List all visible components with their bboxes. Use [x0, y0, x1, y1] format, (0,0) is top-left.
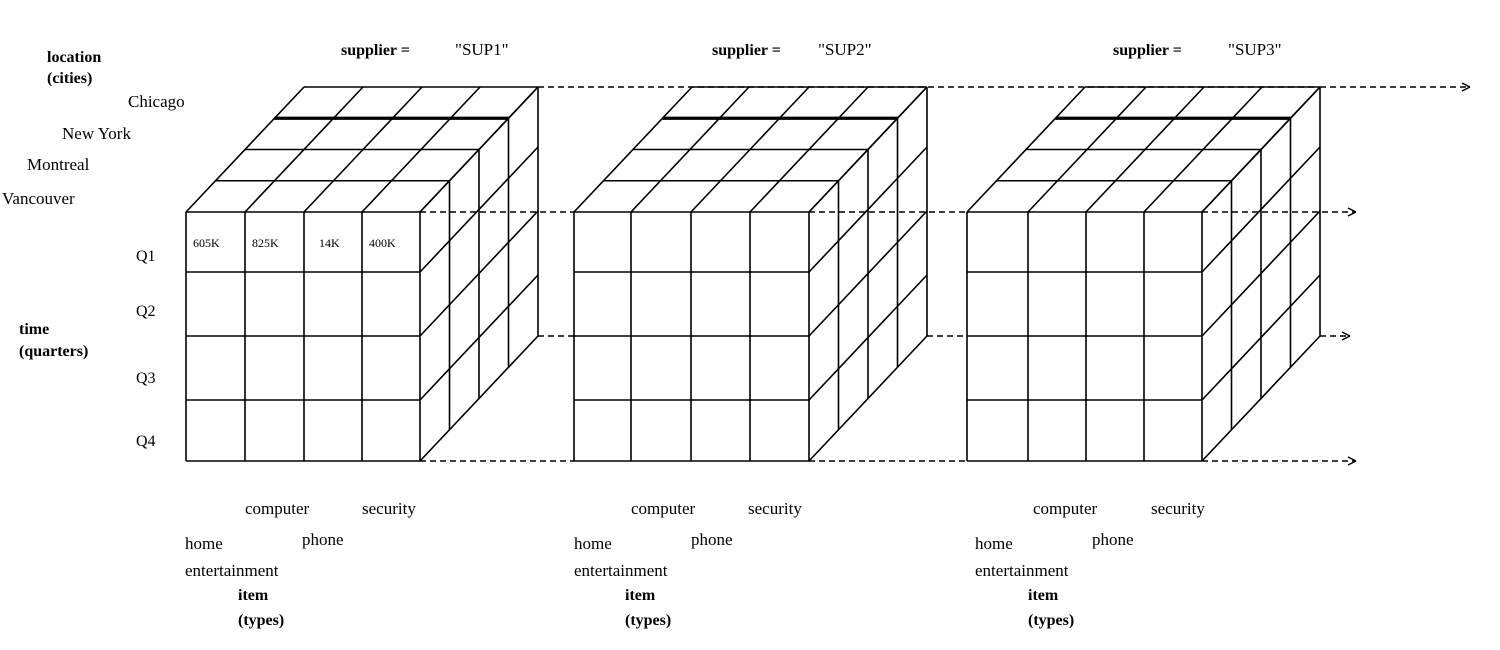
location-axis-title: location: [47, 49, 101, 66]
supplier-value-3: "SUP3": [1228, 40, 1282, 59]
item-label-entertainment-2: entertainment: [574, 561, 668, 580]
cell-value-home-entertainment: 605K: [193, 236, 220, 250]
location-axis-subtitle: (cities): [47, 70, 92, 87]
arrowhead-line: [1347, 207, 1357, 213]
arrowhead-line: [1347, 456, 1357, 462]
cell-value-computer: 825K: [252, 236, 279, 250]
item-label-phone-1: phone: [302, 530, 344, 549]
arrowhead-line: [1347, 460, 1357, 466]
cube3-side-diagonal-line: [1201, 210, 1321, 337]
item-label-security-3: security: [1151, 499, 1205, 518]
supplier-label-3: supplier =: [1113, 42, 1182, 59]
city-label-chicago: Chicago: [128, 92, 185, 111]
cube3-side-diagonal-line: [1201, 335, 1321, 462]
cube1-top-diagonal-line: [303, 86, 423, 213]
cube1-top-diagonal-line: [185, 86, 305, 213]
item-label-computer-3: computer: [1033, 499, 1098, 518]
supplier-label-2: supplier =: [712, 42, 781, 59]
cube2-top-diagonal-line: [630, 86, 750, 213]
cube3-side-diagonal-line: [1201, 86, 1321, 213]
item-label-phone-3: phone: [1092, 530, 1134, 549]
cube3-top-diagonal-line: [1085, 86, 1205, 213]
item-label-computer-1: computer: [245, 499, 310, 518]
item-axis-title-2: item: [625, 587, 656, 604]
city-label-montreal: Montreal: [27, 155, 90, 174]
item-axis-title-1: item: [238, 587, 269, 604]
cube2-side-diagonal-line: [808, 210, 928, 337]
item-axis-subtitle-3: (types): [1028, 612, 1074, 629]
cube2-top-diagonal-line: [690, 86, 810, 213]
cube-geometry: [185, 82, 1471, 466]
cube1-side-diagonal-line: [419, 86, 539, 213]
arrowhead-line: [1461, 86, 1471, 92]
arrowhead-line: [1341, 331, 1351, 337]
cube1-side-diagonal-line: [419, 146, 539, 273]
arrowhead-line: [1341, 335, 1351, 341]
cube3-side-diagonal-line: [1201, 274, 1321, 401]
item-label-security-1: security: [362, 499, 416, 518]
cube3-top-diagonal-line: [1027, 86, 1147, 213]
cube1-top-diagonal-line: [361, 86, 481, 213]
cube2-side-diagonal-line: [808, 335, 928, 462]
city-label-new-york: New York: [62, 124, 131, 143]
cube2-side-diagonal-line: [808, 146, 928, 273]
quarter-label-q4: Q4: [136, 433, 156, 450]
cube2-top-diagonal-line: [573, 86, 693, 213]
cube1-side-diagonal-line: [419, 274, 539, 401]
item-label-computer-2: computer: [631, 499, 696, 518]
item-axis-title-3: item: [1028, 587, 1059, 604]
cube1-side-diagonal-line: [419, 210, 539, 337]
cube3-side-diagonal-line: [1201, 146, 1321, 273]
item-label-home-3: home: [975, 534, 1013, 553]
item-label-home-2: home: [574, 534, 612, 553]
cube1-top-diagonal-line: [244, 86, 364, 213]
item-axis-subtitle-2: (types): [625, 612, 671, 629]
arrowhead-line: [1347, 211, 1357, 217]
time-axis-title: time: [19, 321, 49, 338]
item-label-entertainment-1: entertainment: [185, 561, 279, 580]
quarter-label-q1: Q1: [136, 248, 156, 265]
time-axis-subtitle: (quarters): [19, 343, 88, 360]
arrowhead-line: [1461, 82, 1471, 88]
cube3-top-diagonal-line: [1143, 86, 1263, 213]
supplier-label-1: supplier =: [341, 42, 410, 59]
item-label-entertainment-3: entertainment: [975, 561, 1069, 580]
cube3-top-diagonal-line: [966, 86, 1086, 213]
cell-value-security: 400K: [369, 236, 396, 250]
cube2-side-diagonal-line: [808, 274, 928, 401]
item-axis-subtitle-1: (types): [238, 612, 284, 629]
diagram-labels: location (cities) Chicago New York Montr…: [2, 40, 1282, 629]
quarter-label-q3: Q3: [136, 370, 156, 387]
cube2-side-diagonal-line: [808, 86, 928, 213]
cell-value-phone: 14K: [319, 236, 340, 250]
item-label-phone-2: phone: [691, 530, 733, 549]
city-label-vancouver: Vancouver: [2, 189, 75, 208]
item-label-security-2: security: [748, 499, 802, 518]
cube1-side-diagonal-line: [419, 335, 539, 462]
supplier-value-1: "SUP1": [455, 40, 509, 59]
cube2-top-diagonal-line: [749, 86, 869, 213]
item-label-home-1: home: [185, 534, 223, 553]
quarter-label-q2: Q2: [136, 303, 156, 320]
supplier-value-2: "SUP2": [818, 40, 872, 59]
